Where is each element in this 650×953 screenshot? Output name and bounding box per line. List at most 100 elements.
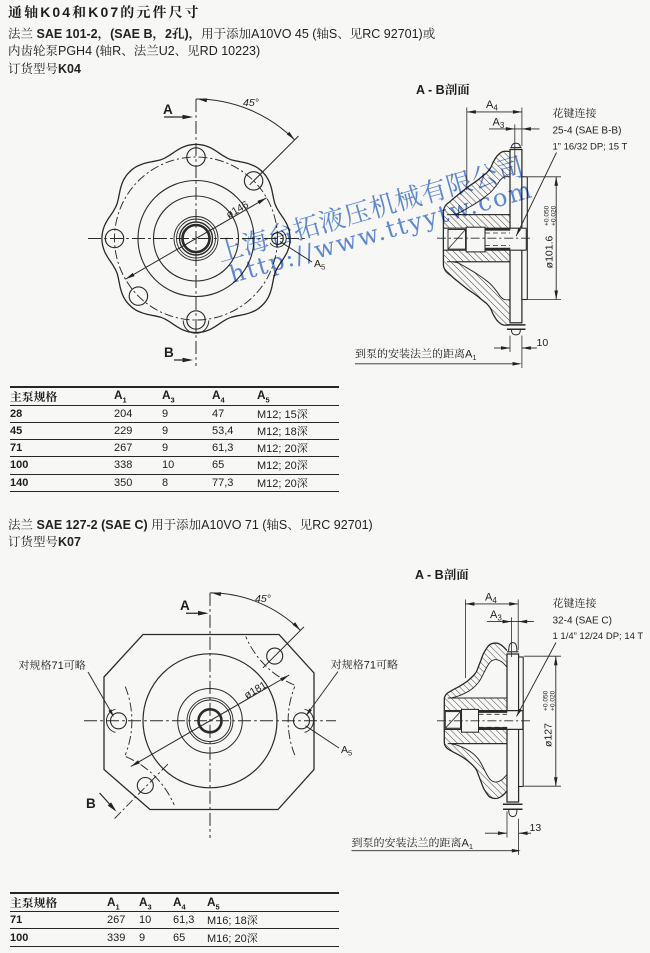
table-header-cell: 主泵规格: [10, 386, 114, 406]
table-cell: 140: [10, 474, 114, 492]
k07-a4-dim-label: A4: [485, 592, 497, 606]
k04-order-label: 订货型号: [8, 62, 59, 76]
table-cell: 61,3: [173, 911, 207, 930]
table-header-cell: A1: [114, 386, 162, 406]
k07-section-view: A4 A3 花键连接 32-4 (SAE C) 1 1/4” 12/24 DP;…: [351, 592, 644, 855]
k07-angle-label: 45°: [255, 593, 271, 605]
table-cell: 9: [139, 928, 173, 947]
table-cell: 338: [114, 456, 162, 475]
table-header-cell: A4: [212, 386, 257, 406]
k04-intro-line2: 内齿轮泵PGH4 (轴R、法兰U2、见RD 10223): [8, 43, 261, 58]
k04-pilot-tol-lower: +0.020: [550, 205, 557, 226]
k07-intro-bold: SAE 127-2 (SAE C): [36, 518, 152, 532]
table-cell: 71: [10, 439, 114, 458]
page-title: 通轴K04和K07的元件尺寸: [8, 4, 201, 20]
k04-order-code: K04: [58, 62, 81, 76]
k07-pilot-dia-label: ø127: [543, 723, 555, 747]
table-cell: M12; 18深: [257, 422, 339, 441]
table-cell: 65: [212, 456, 257, 475]
table-cell: M12; 20深: [257, 439, 339, 458]
table-cell: 61,3: [212, 439, 257, 458]
table-cell: 45: [10, 422, 114, 441]
k07-section-arrow-b-label: B: [86, 796, 96, 811]
k04-a5-label: A5: [314, 258, 325, 272]
k04-spline-note-2: 25-4 (SAE B-B): [553, 126, 622, 137]
k07-omit-note-left: 对规格71可略: [19, 659, 86, 672]
table-header-cell: A1: [107, 893, 139, 913]
k07-intro-normal2: 用于添加A10VO 71 (轴S、见RC 92701): [151, 518, 373, 532]
k07-omit-note-right: 对规格71可略: [331, 659, 398, 672]
k07-intro: 法兰 SAE 127-2 (SAE C) 用于添加A10VO 71 (轴S、见R…: [8, 517, 373, 534]
k07-section-arrow-a-label: A: [180, 598, 190, 613]
table-cell: 9: [162, 439, 212, 458]
k04-spline-note-3: 1” 16/32 DP; 15 T: [553, 141, 628, 152]
k04-section-title: A - B剖面: [416, 83, 470, 97]
table-cell: 350: [114, 474, 162, 492]
table-cell: 47: [212, 405, 257, 423]
table-cell: 65: [173, 928, 207, 947]
k04-angle-label: 45°: [243, 97, 259, 109]
k07-front-view: 45° A B ø181 A5 对规格71可略 对规格71可略: [19, 592, 398, 838]
k04-section-arrow-b-label: B: [164, 345, 174, 360]
k07-a3-dim-label: A3: [490, 609, 502, 623]
table-cell: 229: [114, 422, 162, 441]
k07-spline-note-3: 1 1/4” 12/24 DP; 14 T: [553, 631, 644, 642]
k04-a3-dim-label: A3: [493, 117, 505, 131]
table-cell: M12; 20深: [257, 456, 339, 475]
table-header-cell: A4: [173, 893, 207, 913]
table-cell: 28: [10, 405, 114, 423]
k04-intro-normal1: 法兰: [8, 27, 37, 41]
table-cell: M16; 20深: [207, 928, 339, 947]
k04-pilot-tol-upper: +0.050: [543, 205, 550, 226]
table-cell: 9: [162, 405, 212, 423]
k04-distance-note: 到泵的安装法兰的距离A1: [355, 348, 477, 363]
k04-intro-bold: SAE 101-2，(SAE B，2孔)，: [36, 27, 202, 41]
table-cell: 100: [10, 456, 114, 475]
table-cell: M16; 18深: [207, 911, 339, 930]
k04-bolt-circle-label: ø146: [224, 199, 251, 221]
k04-section-view: A4 A3 花键连接 25-4 (SAE B-B) 1” 16/32 DP; 1…: [355, 99, 628, 368]
k07-section-title: A - B剖面: [415, 568, 469, 582]
k04-pilot-dia-label: ø101.6: [544, 236, 556, 269]
table-cell: M12; 20深: [257, 474, 339, 492]
table-cell: 204: [114, 405, 162, 423]
table-cell: 100: [10, 928, 107, 947]
k04-spline-note-1: 花键连接: [553, 107, 597, 120]
k07-pilot-tol-lower: +0.020: [549, 690, 556, 711]
k07-order-line: 订货型号K07: [8, 534, 81, 551]
table-cell: 9: [162, 422, 212, 441]
k07-thickness-label: 13: [530, 822, 542, 834]
k04-a4-dim-label: A4: [486, 99, 498, 113]
k04-order-line: 订货型号K04: [8, 61, 81, 78]
k04-thickness-label: 10: [537, 337, 549, 349]
table-header-cell: A3: [162, 386, 212, 406]
k07-distance-note: 到泵的安装法兰的距离A1: [352, 837, 474, 852]
k04-intro-normal2: 用于添加A10VO 45 (轴S、见RC 92701)或: [201, 27, 436, 41]
table-cell: 267: [114, 439, 162, 458]
table-cell: 10: [162, 456, 212, 475]
k07-a5-label: A5: [341, 744, 352, 758]
table-cell: 71: [10, 911, 107, 930]
table-cell: M12; 15深: [257, 405, 339, 423]
k07-order-label: 订货型号: [8, 535, 59, 549]
table-header-cell: A5: [207, 893, 339, 913]
k07-order-code: K07: [58, 535, 81, 549]
k07-intro-normal1: 法兰: [8, 518, 37, 532]
k07-spline-note-2: 32-4 (SAE C): [553, 615, 612, 626]
k07-spline-note-1: 花键连接: [553, 597, 597, 610]
k04-intro: 法兰 SAE 101-2，(SAE B，2孔)，用于添加A10VO 45 (轴S…: [8, 26, 435, 59]
table-cell: 53,4: [212, 422, 257, 441]
k04-section-arrow-a-label: A: [163, 102, 173, 117]
table-cell: 77,3: [212, 474, 257, 492]
